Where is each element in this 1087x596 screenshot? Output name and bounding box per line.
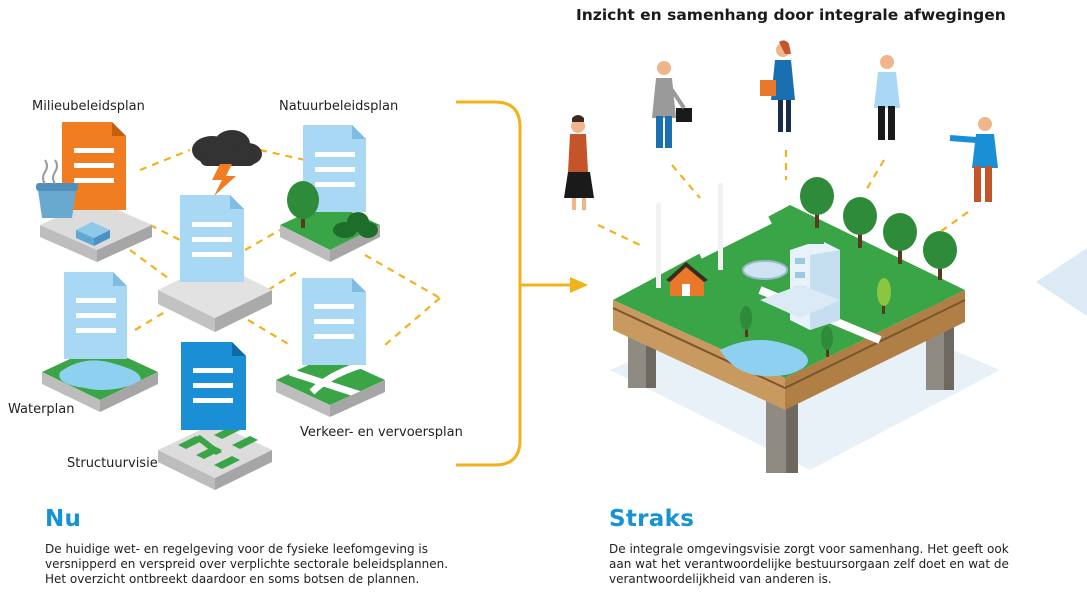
light-document-icon bbox=[64, 272, 127, 359]
text-line: De integrale omgevingsvisie zorgt voor s… bbox=[609, 542, 1009, 556]
dashed-connectors bbox=[597, 150, 969, 246]
house-icon bbox=[666, 262, 708, 296]
section-text-nu: De huidige wet- en regelgeving voor de f… bbox=[45, 542, 448, 587]
next-arrow-shape bbox=[1036, 248, 1087, 316]
text-line: aan wat het verantwoordelijke bestuursor… bbox=[609, 557, 1009, 571]
tree-icon bbox=[821, 326, 833, 357]
section-title-straks: Straks bbox=[609, 506, 695, 532]
person-woman-bag-icon bbox=[760, 40, 795, 132]
building-icon bbox=[742, 236, 840, 330]
tree-icon bbox=[287, 181, 319, 228]
header-title: Inzicht en samenhang door integrale afwe… bbox=[576, 6, 1006, 24]
tree-icon bbox=[740, 306, 752, 337]
trash-can-icon bbox=[36, 159, 78, 218]
person-pointing-icon bbox=[949, 117, 998, 202]
dashed-connectors bbox=[129, 148, 441, 346]
tree-icon bbox=[877, 278, 891, 314]
storm-cloud-icon bbox=[192, 130, 262, 196]
text-line: De huidige wet- en regelgeving voor de f… bbox=[45, 542, 429, 556]
text-line: verantwoordelijkheid van anderen is. bbox=[609, 572, 832, 586]
section-text-straks: De integrale omgevingsvisie zorgt voor s… bbox=[609, 542, 1009, 587]
label-milieubeleidsplan: Milieubeleidsplan bbox=[32, 99, 145, 114]
label-waterplan: Waterplan bbox=[8, 402, 75, 417]
blue-document-icon bbox=[181, 342, 246, 430]
tree-icon bbox=[843, 197, 877, 248]
bush-icon bbox=[333, 212, 378, 238]
text-line: versnipperd en verspreid over verplichte… bbox=[45, 557, 449, 571]
tree-icon bbox=[923, 231, 957, 280]
person-woman-icon bbox=[564, 115, 594, 210]
bracket-arrow bbox=[456, 100, 574, 467]
tree-icon bbox=[883, 213, 917, 264]
arrow-head-icon bbox=[570, 277, 588, 293]
light-document-icon bbox=[180, 195, 244, 282]
person-man-icon bbox=[874, 55, 900, 140]
section-title-nu: Nu bbox=[45, 506, 82, 532]
label-structuurvisie: Structuurvisie bbox=[67, 456, 158, 471]
tree-icon bbox=[800, 177, 834, 228]
blue-box-icon bbox=[76, 222, 110, 246]
label-natuurbeleidsplan: Natuurbeleidsplan bbox=[279, 99, 399, 114]
verkeer-tile bbox=[276, 355, 385, 417]
person-businessman-icon bbox=[652, 61, 692, 148]
light-document-icon bbox=[303, 125, 366, 212]
text-line: Het overzicht ontbreekt daardoor en soms… bbox=[45, 572, 420, 586]
light-document-icon bbox=[302, 278, 366, 365]
label-verkeer-vervoersplan: Verkeer- en vervoersplan bbox=[300, 425, 463, 440]
structuur-tile bbox=[158, 423, 272, 490]
